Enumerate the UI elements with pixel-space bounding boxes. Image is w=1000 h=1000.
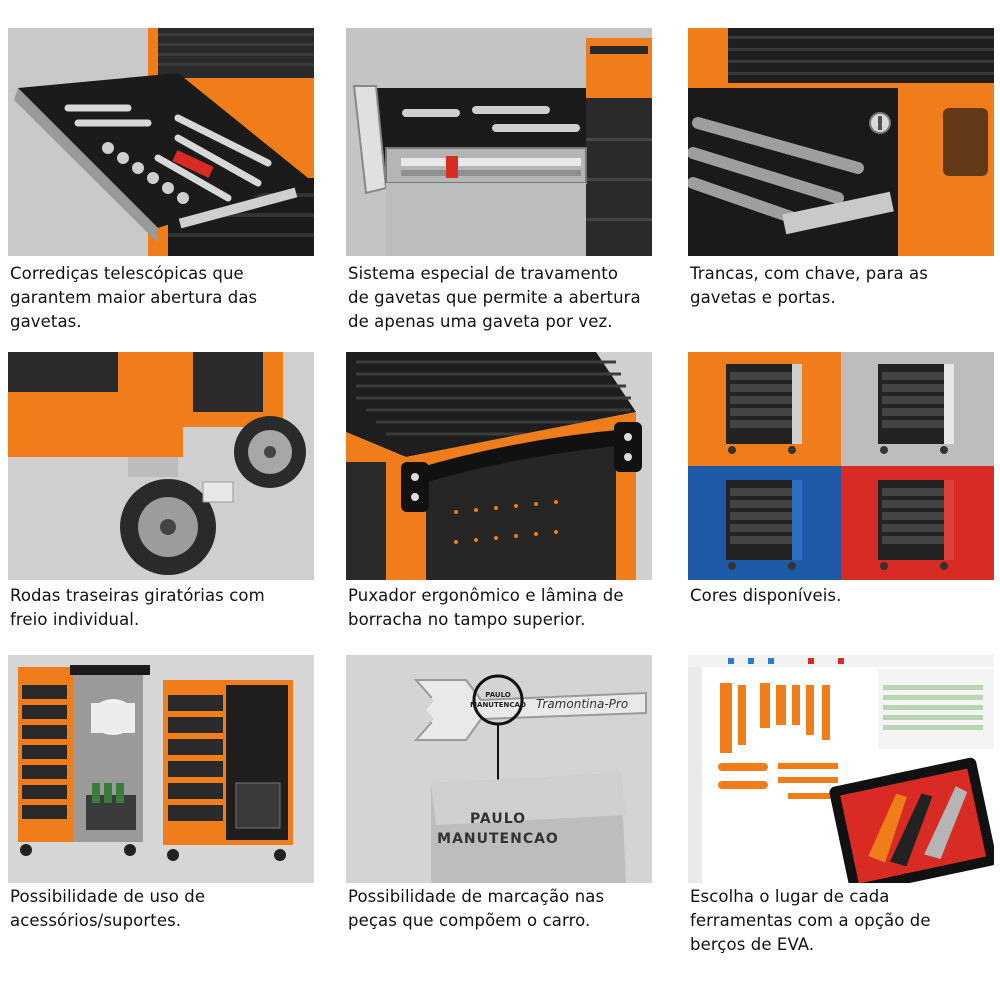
wrench-engraving-small-line2: MANUTENCAO (470, 701, 526, 709)
wrench-engraving-large-line1: PAULO (470, 811, 526, 827)
feature-caption: Cores disponíveis. (690, 586, 842, 605)
feature-caption: Rodas traseiras giratórias com freio ind… (10, 586, 265, 629)
wheels-illustration (8, 352, 314, 580)
feature-caption: Puxador ergonômico e lâmina de borracha … (348, 586, 624, 629)
wrench-brand-text: Tramontina-Pro (536, 697, 628, 711)
wrench-engraving-large-line2: MANUTENCAO (437, 831, 559, 847)
engraving-photo: PAULO MANUTENCAO Tramontina-Pro PAULO MA… (346, 655, 652, 883)
wrench-engraving-illustration: PAULO MANUTENCAO Tramontina-Pro PAULO MA… (346, 655, 652, 883)
drawer-slide-illustration (346, 28, 652, 256)
swivel-wheels-photo (8, 352, 314, 580)
eva-trays-photo (688, 655, 994, 883)
available-colors-photo (688, 352, 994, 580)
color-variants-illustration (688, 352, 994, 580)
feature-caption: Corrediças telescópicas que garantem mai… (10, 264, 258, 331)
telescopic-slides-photo (8, 28, 314, 256)
ergonomic-handle-photo (346, 352, 652, 580)
key-locks-photo (688, 28, 994, 256)
feature-caption: Possibilidade de marcação nas peças que … (348, 887, 605, 930)
cabinet-grey (878, 364, 954, 454)
feature-caption: Possibilidade de uso de acessórios/supor… (10, 887, 206, 930)
accessory-cabinets-illustration (8, 655, 314, 883)
accessories-photo (8, 655, 314, 883)
feature-caption: Sistema especial de travamento de gaveta… (348, 264, 641, 331)
feature-caption: Trancas, com chave, para as gavetas e po… (690, 264, 928, 307)
cabinet-orange (726, 364, 802, 454)
feature-caption: Escolha o lugar de cada ferramentas com … (690, 887, 931, 954)
drawer-tools-illustration (8, 28, 314, 256)
lock-cabinet-illustration (688, 28, 994, 256)
drawer-lock-photo (346, 28, 652, 256)
handle-top-illustration (346, 352, 652, 580)
wrench-engraving-small-line1: PAULO (485, 691, 511, 699)
cabinet-blue (726, 480, 802, 570)
cabinet-red (878, 480, 954, 570)
eva-software-illustration (688, 655, 994, 883)
